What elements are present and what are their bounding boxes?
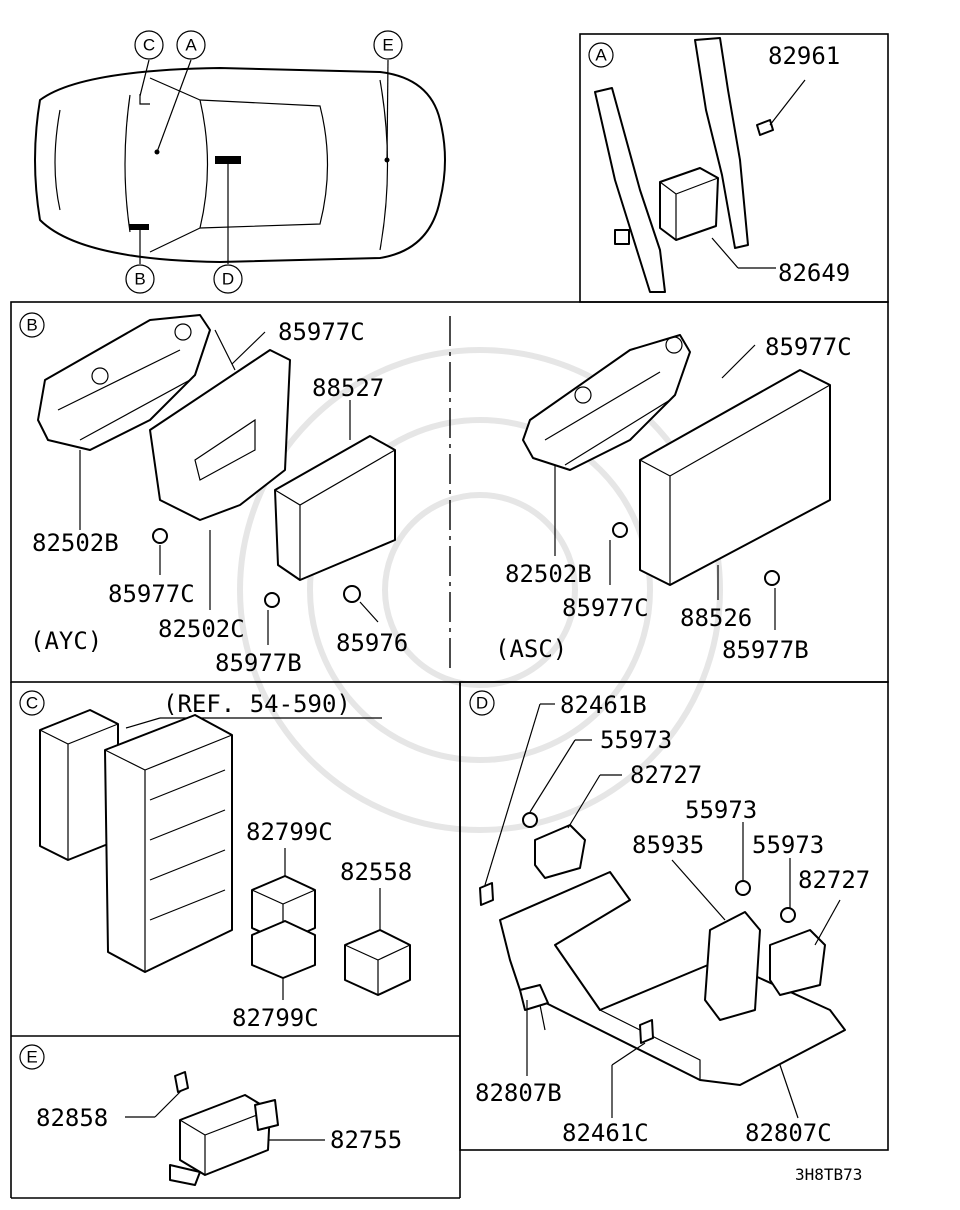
- part-85976[interactable]: 85976: [336, 585, 408, 657]
- part-number: 88526: [680, 604, 752, 632]
- part-55973-c[interactable]: 55973: [752, 831, 824, 908]
- part-85977C-asc-bottom[interactable]: 85977C: [562, 522, 649, 622]
- car-top-view: [34, 59, 446, 264]
- panel-a-drawing: [594, 37, 774, 293]
- panel-b-ayc-drawing: [37, 314, 396, 581]
- panel-c-callout[interactable]: C: [19, 690, 45, 716]
- part-number: 82807B: [475, 1079, 562, 1107]
- part-number: 82799C: [246, 818, 333, 846]
- panel-b-asc-drawing: [522, 334, 831, 586]
- part-number: 82799C: [232, 1004, 319, 1032]
- panel-e-drawing: [169, 1071, 279, 1186]
- callout-letter: B: [26, 316, 37, 335]
- part-85977B-ayc[interactable]: 85977B: [215, 592, 302, 677]
- part-55973-b[interactable]: 55973: [685, 796, 757, 880]
- panel-d-callout[interactable]: D: [469, 690, 495, 716]
- callout-letter: D: [476, 694, 488, 713]
- part-82727-b[interactable]: 82727: [798, 866, 870, 946]
- callout-letter: A: [185, 36, 197, 55]
- part-82461B[interactable]: 82461B: [484, 691, 647, 886]
- part-55973-a[interactable]: 55973: [529, 726, 672, 813]
- part-82502C[interactable]: 82502C: [158, 530, 245, 643]
- part-number: 82558: [340, 858, 412, 886]
- part-88526[interactable]: 88526: [680, 565, 752, 632]
- callout-letter: D: [222, 270, 234, 289]
- diagram-code: 3H8TB73: [795, 1165, 862, 1184]
- part-number: 82807C: [745, 1119, 832, 1147]
- part-82858[interactable]: 82858: [36, 1089, 183, 1132]
- part-85977C-asc-top[interactable]: 85977C: [721, 333, 852, 379]
- part-number: 85977B: [722, 636, 809, 664]
- part-82502B-asc[interactable]: 82502B: [505, 465, 592, 588]
- part-number: 55973: [685, 796, 757, 824]
- callout-letter: E: [26, 1048, 37, 1067]
- part-82558[interactable]: 82558: [340, 858, 412, 930]
- part-number: 85977C: [108, 580, 195, 608]
- part-number: 85935: [632, 831, 704, 859]
- part-number: 82649: [778, 259, 850, 287]
- part-82755[interactable]: 82755: [268, 1126, 402, 1154]
- part-number: 82502C: [158, 615, 245, 643]
- part-number: 82961: [768, 42, 840, 70]
- callout-letter: B: [134, 270, 145, 289]
- part-number: 85977B: [215, 649, 302, 677]
- part-number: 82461C: [562, 1119, 649, 1147]
- watermark: [237, 347, 723, 833]
- reference-note: (REF. 54-590): [163, 690, 351, 718]
- part-number: 55973: [600, 726, 672, 754]
- part-85977C-ayc-bottom[interactable]: 85977C: [108, 528, 195, 608]
- callout-C-top[interactable]: C: [134, 30, 164, 60]
- ayc-caption: (AYC): [30, 627, 102, 655]
- callout-letter: C: [26, 694, 38, 713]
- callout-D-top[interactable]: D: [213, 264, 243, 294]
- part-82649[interactable]: 82649: [711, 237, 850, 287]
- part-number: 82727: [630, 761, 702, 789]
- part-85977C-ayc-top[interactable]: 85977C: [231, 318, 365, 365]
- part-number: 82502B: [505, 560, 592, 588]
- part-82799C-top[interactable]: 82799C: [246, 818, 333, 876]
- callout-A-top[interactable]: A: [176, 30, 206, 60]
- panel-b-callout[interactable]: B: [19, 312, 45, 338]
- part-82461C[interactable]: 82461C: [562, 1042, 649, 1147]
- part-number: 85977C: [278, 318, 365, 346]
- part-number: 82858: [36, 1104, 108, 1132]
- panel-d-drawing: [479, 812, 846, 1086]
- callout-letter: A: [595, 46, 607, 65]
- part-82799C-bottom[interactable]: 82799C: [232, 978, 319, 1032]
- part-number: 82727: [798, 866, 870, 894]
- panel-c-drawing: [39, 709, 411, 996]
- part-82502B-ayc[interactable]: 82502B: [32, 450, 119, 557]
- part-number: 82461B: [560, 691, 647, 719]
- callout-B-top[interactable]: B: [125, 264, 155, 294]
- part-number: 85976: [336, 629, 408, 657]
- part-85977B-asc[interactable]: 85977B: [722, 570, 809, 664]
- callout-E-top[interactable]: E: [373, 30, 403, 60]
- part-82727-a[interactable]: 82727: [567, 761, 702, 829]
- part-number: 55973: [752, 831, 824, 859]
- callout-letter: E: [382, 36, 393, 55]
- part-82807C[interactable]: 82807C: [745, 1064, 832, 1147]
- part-82807B[interactable]: 82807B: [475, 1000, 562, 1107]
- part-number: 85977C: [765, 333, 852, 361]
- part-88527[interactable]: 88527: [312, 374, 384, 440]
- panel-a-callout[interactable]: A: [588, 42, 614, 68]
- part-85935[interactable]: 85935: [632, 831, 726, 921]
- part-number: 85977C: [562, 594, 649, 622]
- panel-e-callout[interactable]: E: [19, 1044, 45, 1070]
- callout-letter: C: [143, 36, 155, 55]
- part-number: 82502B: [32, 529, 119, 557]
- asc-caption: (ASC): [495, 635, 567, 663]
- part-number: 88527: [312, 374, 384, 402]
- part-82961[interactable]: 82961: [768, 42, 840, 126]
- panel-frames: [10, 33, 889, 1199]
- part-number: 82755: [330, 1126, 402, 1154]
